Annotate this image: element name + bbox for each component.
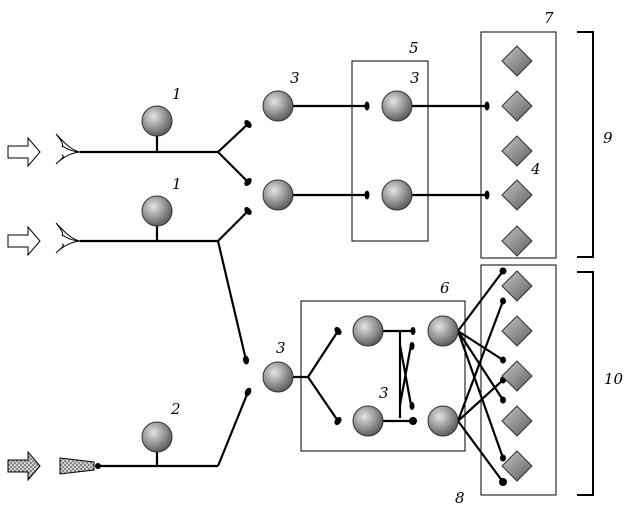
sensory-pathway-1 bbox=[80, 120, 252, 186]
interneuron-sphere-icon bbox=[352, 315, 384, 347]
label-box-8: 8 bbox=[455, 489, 465, 507]
bracket-10 bbox=[577, 271, 594, 496]
synapse-dot-icon bbox=[244, 120, 252, 128]
synapse-dot-icon bbox=[409, 402, 415, 410]
motor-pathway-upper bbox=[278, 101, 490, 200]
interneuron-sphere-icon bbox=[352, 405, 384, 437]
motor-neuron-sphere-icon bbox=[427, 315, 459, 347]
label-bracket-10: 10 bbox=[604, 370, 624, 388]
effector-diamond-icon bbox=[501, 360, 533, 392]
synapse-dot-icon bbox=[334, 326, 342, 336]
synapse-dot-icon bbox=[410, 327, 416, 335]
label-box-5: 5 bbox=[409, 39, 419, 57]
effector-diamond-icon bbox=[501, 405, 533, 437]
box-6 bbox=[300, 300, 466, 452]
synapse-dot-icon bbox=[484, 190, 490, 200]
label-neuron-3-top: 3 bbox=[290, 69, 300, 87]
effectors-upper bbox=[501, 45, 533, 257]
synapse-dot-icon bbox=[244, 387, 252, 397]
sensory-pathway-3 bbox=[98, 387, 252, 468]
patterned-arrow-icon bbox=[7, 450, 41, 482]
box-8 bbox=[480, 264, 557, 496]
synapse-dot-icon bbox=[244, 207, 252, 215]
motor-neuron-sphere-icon bbox=[381, 90, 413, 122]
effector-diamond-icon bbox=[501, 450, 533, 482]
synapse-dot-icon bbox=[364, 101, 370, 111]
label-box-6: 6 bbox=[440, 279, 450, 297]
sensory-pathway-2 bbox=[80, 207, 252, 365]
synapse-dot-icon bbox=[499, 267, 507, 275]
effector-diamond-icon bbox=[501, 315, 533, 347]
synapse-dot-icon bbox=[409, 417, 417, 425]
label-neuron-3-box5: 3 bbox=[410, 69, 420, 87]
synapse-dot-icon bbox=[242, 355, 250, 365]
synapse-dot-icon bbox=[500, 297, 506, 305]
effector-diamond-icon bbox=[501, 225, 533, 257]
effector-diamond-icon bbox=[501, 270, 533, 302]
box-5 bbox=[351, 60, 429, 242]
sensory-neuron-sphere-icon bbox=[141, 421, 173, 453]
label-neuron-3-mid: 3 bbox=[276, 339, 286, 357]
synapse-dot-icon bbox=[500, 454, 506, 462]
synapse-dot-icon bbox=[364, 190, 370, 200]
synapse-dot-icon bbox=[334, 416, 342, 426]
bracket-9 bbox=[577, 31, 594, 258]
effector-diamond-icon bbox=[501, 45, 533, 77]
stimulus-arrow-icon bbox=[7, 136, 41, 168]
motor-neuron-sphere-icon bbox=[381, 179, 413, 211]
receptor-fork-icon bbox=[55, 133, 81, 165]
label-neuron-2: 2 bbox=[170, 400, 181, 418]
label-effector-4: 4 bbox=[530, 160, 541, 178]
synapse-dot-icon bbox=[500, 396, 506, 404]
sensory-neuron-sphere-icon bbox=[141, 195, 173, 227]
synapse-dot-icon bbox=[409, 342, 415, 350]
label-neuron-1-upper: 1 bbox=[172, 85, 182, 103]
sensory-neuron-sphere-icon bbox=[141, 105, 173, 137]
receptor-brush-icon bbox=[59, 457, 101, 475]
stimulus-arrow-icon bbox=[7, 225, 41, 257]
receptor-fork-icon bbox=[55, 222, 81, 254]
effector-diamond-icon bbox=[501, 179, 533, 211]
synapse-dot-icon bbox=[244, 178, 252, 186]
label-neuron-1-lower: 1 bbox=[172, 175, 182, 193]
label-neuron-3-box6: 3 bbox=[379, 384, 389, 402]
effector-diamond-icon bbox=[501, 135, 533, 167]
synapse-dot-icon bbox=[500, 356, 506, 364]
effector-diamond-icon bbox=[501, 90, 533, 122]
interneuron-sphere-icon bbox=[262, 179, 294, 211]
interneuron-sphere-icon bbox=[262, 361, 294, 393]
synapse-dot-icon bbox=[484, 101, 490, 111]
interneuron-sphere-icon bbox=[262, 90, 294, 122]
synapse-dot-icon bbox=[499, 478, 507, 486]
label-box-7: 7 bbox=[544, 9, 554, 27]
effectors-lower bbox=[501, 270, 533, 482]
label-bracket-9: 9 bbox=[603, 129, 613, 147]
motor-pathway-lower bbox=[278, 267, 507, 486]
motor-neuron-sphere-icon bbox=[427, 405, 459, 437]
box-7 bbox=[480, 31, 557, 259]
